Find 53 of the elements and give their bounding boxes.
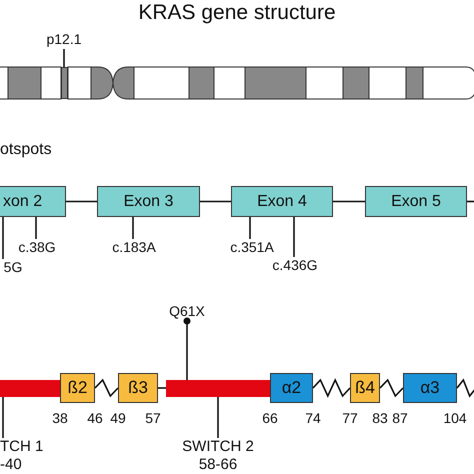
region-label: -40 (0, 456, 22, 474)
residue-number: 74 (305, 410, 321, 427)
annotation-text: c.38G (12, 239, 62, 257)
section-heading: otspots (0, 141, 52, 158)
chromosome-band (61, 67, 68, 99)
leader-line (249, 217, 251, 239)
leader-line (2, 217, 4, 259)
loop-connector (456, 378, 474, 398)
residue-number: 77 (342, 410, 358, 427)
annotation-text: p12.1 (36, 31, 92, 49)
annotation-text: c.436G (266, 257, 324, 275)
exon-box: Exon 5 (365, 186, 467, 217)
intron-line (467, 200, 474, 202)
exon-box: Exon 3 (97, 186, 200, 217)
annotation-text: c.351A (224, 239, 280, 257)
residue-number: 87 (392, 410, 408, 427)
annotation-text: c.183A (106, 239, 162, 257)
beta-strand-box: ß3 (118, 373, 158, 403)
region-label: 58-66 (198, 456, 238, 474)
residue-number: 46 (87, 410, 103, 427)
title: KRAS gene structure (138, 1, 336, 24)
loop-connector (158, 387, 166, 389)
loop-connector (379, 378, 404, 398)
loop-connector (312, 378, 351, 398)
residue-number: 38 (52, 410, 68, 427)
exon-box: xon 2 (0, 186, 66, 217)
intron-line (200, 200, 231, 202)
leader-line (217, 397, 219, 438)
residue-number: 49 (110, 410, 126, 427)
leader-line (63, 49, 65, 67)
intron-line (333, 200, 365, 202)
annotation-text: 5G (0, 259, 26, 277)
annotation-text: Q61X (162, 303, 212, 321)
residue-number: 57 (145, 410, 161, 427)
leader-line (2, 397, 4, 438)
leader-line (184, 318, 190, 380)
intron-line (66, 200, 97, 202)
beta-strand-box: ß2 (60, 373, 95, 403)
alpha-helix-box: α3 (403, 373, 457, 403)
leader-line (35, 217, 37, 239)
alpha-helix-box: α2 (270, 373, 313, 403)
switch-region-bar (0, 380, 60, 397)
residue-number: 66 (262, 410, 278, 427)
region-label: TCH 1 (0, 438, 44, 456)
switch-region-bar (166, 380, 270, 397)
leader-line (293, 217, 295, 257)
leader-line (132, 217, 134, 239)
loop-connector (94, 378, 119, 398)
beta-strand-box: ß4 (350, 373, 380, 403)
residue-number: 104 (443, 410, 467, 427)
region-label: SWITCH 2 (182, 438, 254, 456)
residue-number: 83 (372, 410, 388, 427)
exon-box: Exon 4 (231, 186, 333, 217)
